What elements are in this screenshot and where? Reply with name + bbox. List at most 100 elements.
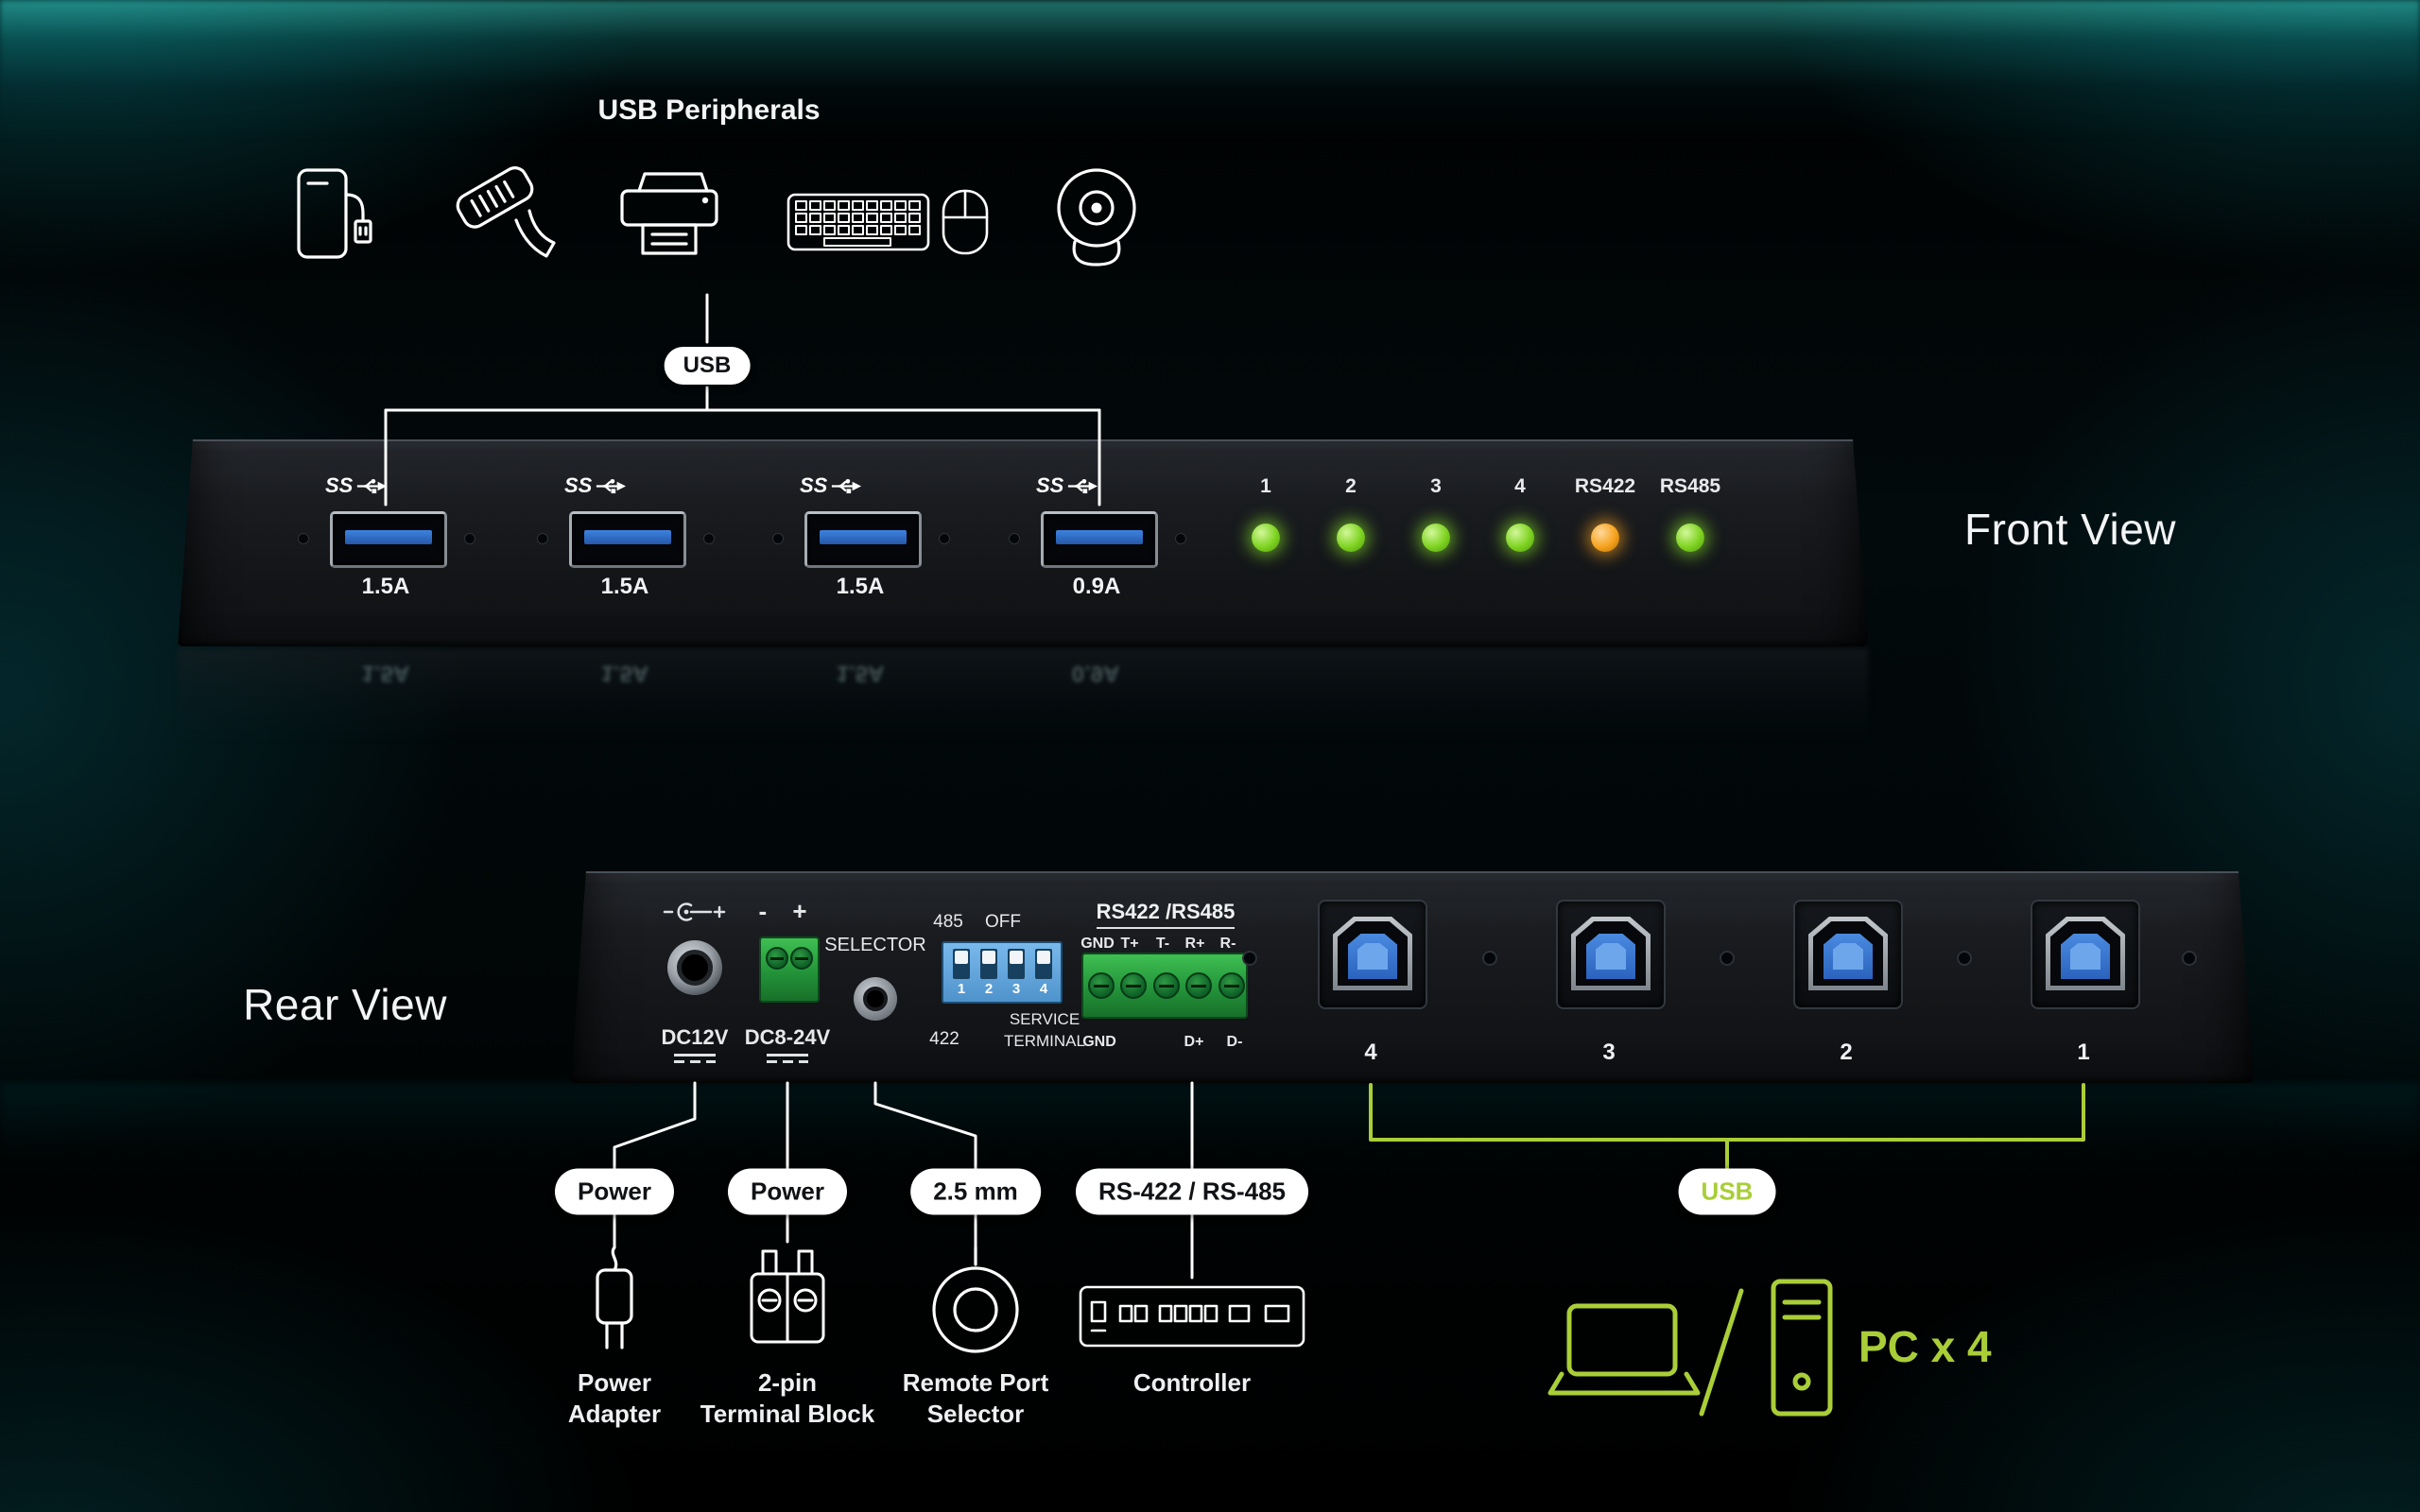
usb3-ss-logo: SS [800, 473, 862, 498]
rs-terminal-title: RS422 /RS485 [1071, 900, 1260, 929]
terminal-block-icon [750, 1249, 825, 1344]
terminal-screw [1219, 972, 1245, 999]
usb-a-port [804, 511, 922, 568]
status-led [1591, 524, 1619, 552]
dip-number: 3 [1011, 981, 1021, 997]
dip-number: 1 [957, 981, 966, 997]
terminal-screw [1185, 972, 1212, 999]
dip-toggle [980, 949, 997, 979]
terminal-screw [1088, 972, 1115, 999]
front-view-label: Front View [1963, 505, 2177, 554]
usb-b-port-number: 3 [1602, 1040, 1616, 1065]
screw-hole [772, 533, 784, 544]
port-current-label: 1.5A [361, 574, 410, 599]
status-led [1422, 524, 1450, 552]
led-label: 2 [1345, 475, 1357, 497]
screw-hole [1957, 951, 1972, 966]
front-panel: SS 1.5A SS 1.5A SS 1.5A SS [178, 439, 1868, 646]
led-label: 4 [1514, 475, 1526, 497]
power-badge-2: Power [727, 1168, 848, 1215]
usb-a-port-module: SS 1.5A [549, 472, 700, 623]
screw-hole [2182, 951, 2197, 966]
jack-size-badge: 2.5 mm [910, 1168, 1041, 1215]
pin-label: D- [1226, 1034, 1243, 1050]
screw-hole [1009, 533, 1020, 544]
pin-label: R+ [1184, 936, 1205, 952]
led-label: RS485 [1659, 475, 1721, 497]
usb-a-port [1041, 511, 1158, 568]
dip-off-label: OFF [985, 912, 1021, 932]
screw-hole [703, 533, 715, 544]
dip-toggle [1008, 949, 1025, 979]
terminal-screw [1153, 972, 1180, 999]
dip-toggle [1035, 949, 1052, 979]
usb-b-port [1571, 917, 1651, 990]
usb-trident-icon [355, 478, 388, 494]
screw-hole [939, 533, 950, 544]
caption-line: Controller [1132, 1368, 1252, 1397]
led-module: RS422 [1548, 475, 1662, 560]
remote-selector-caption: Remote Port Selector [903, 1367, 1049, 1430]
selector-jack-hole [863, 987, 888, 1011]
usb-a-port-module: SS 1.5A [310, 472, 461, 623]
dc-symbol [674, 1054, 716, 1063]
usb3-ss-logo: SS [564, 473, 627, 498]
usb-a-tongue [1056, 530, 1143, 544]
remote-selector-jack [854, 977, 897, 1021]
status-led [1252, 524, 1280, 552]
led-module: 2 [1294, 475, 1408, 560]
ss-logo-text: SS [564, 473, 593, 497]
usb-b-port-module: 3 [1533, 900, 1685, 1079]
usb-b-plate [1793, 900, 1903, 1009]
usb-b-plate [1318, 900, 1427, 1009]
ss-logo-text: SS [1036, 473, 1064, 497]
terminal-screw [766, 947, 788, 970]
status-led [1337, 524, 1365, 552]
screw-hole [1175, 533, 1186, 544]
led-module: 4 [1463, 475, 1577, 560]
usb3-ss-logo: SS [325, 473, 388, 498]
led-label: 3 [1430, 475, 1442, 497]
storage-device-icon [297, 168, 372, 259]
usb-a-tongue [820, 530, 907, 544]
rear-panel: DC12V - + DC8-24V SELECTOR 485 OFF 1 2 3… [571, 871, 2254, 1083]
usb-b-port-number: 2 [1840, 1040, 1853, 1065]
usb-a-port [569, 511, 686, 568]
port-current-label: 0.9A [1072, 574, 1121, 599]
caption-line: Power [577, 1368, 652, 1397]
terminal-screw [1120, 972, 1147, 999]
pin-label: D+ [1184, 1034, 1204, 1050]
dip-switch: 1 2 3 4 [942, 941, 1063, 1004]
teal-glow-band [0, 0, 2420, 142]
ss-logo-text: SS [325, 473, 354, 497]
ss-logo-text: SS [800, 473, 828, 497]
usb-b-port-number: 1 [2077, 1040, 2090, 1065]
usb-b-port-module: 4 [1295, 900, 1446, 1079]
screw-hole [537, 533, 548, 544]
led-module: 3 [1379, 475, 1493, 560]
usb-b-plate [2031, 900, 2140, 1009]
caption-line: 2-pin [757, 1368, 818, 1397]
barcode-scanner-icon [456, 166, 556, 258]
usb-b-port [1333, 917, 1412, 990]
usb-a-port-module: SS 1.5A [785, 472, 936, 623]
usb-trident-icon [595, 478, 627, 494]
usb-b-plate [1556, 900, 1666, 1009]
led-module: 1 [1209, 475, 1322, 560]
screw-hole [1720, 951, 1735, 966]
usb-a-tongue [345, 530, 432, 544]
dip-number: 4 [1039, 981, 1048, 997]
laptop-icon [1547, 1303, 1701, 1396]
peripherals-title: USB Peripherals [597, 94, 821, 126]
printer-icon [620, 172, 718, 255]
usb-b-port-number: 4 [1364, 1040, 1377, 1065]
usb-a-port-module: SS 0.9A [1021, 472, 1172, 623]
controller-icon [1079, 1285, 1305, 1348]
screw-hole [464, 533, 475, 544]
dc-jack-hole [677, 950, 713, 986]
power-adapter-icon [596, 1246, 633, 1349]
port-current-label: 1.5A [600, 574, 649, 599]
power-adapter-caption: Power Adapter [568, 1367, 661, 1430]
usb-badge-bottom: USB [1678, 1168, 1776, 1215]
